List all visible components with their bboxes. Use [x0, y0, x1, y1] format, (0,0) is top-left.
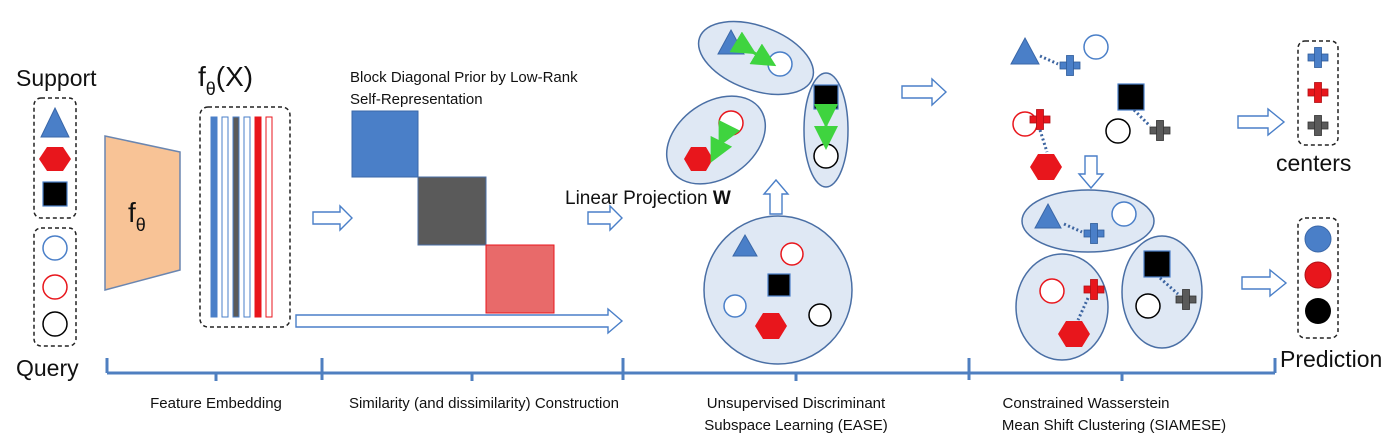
siamese-black-circle-icon — [1105, 118, 1131, 144]
siamese-cluster-red — [1015, 253, 1109, 361]
centers-box — [1297, 40, 1339, 146]
mixed-triangle-icon — [732, 233, 758, 257]
feature-label: fθ(X) — [198, 61, 253, 99]
encoder-block — [104, 135, 181, 291]
block-red — [485, 244, 555, 314]
block-blue — [351, 110, 419, 178]
dotted-link — [1132, 108, 1152, 128]
gray-plus-icon — [1175, 289, 1197, 310]
feature-bars — [210, 116, 273, 318]
support-hexagon-icon — [39, 147, 71, 171]
cluster-red — [665, 95, 767, 185]
arrow-right-icon — [587, 204, 623, 232]
red-plus-icon — [1307, 82, 1329, 103]
arrow-right-icon — [1237, 107, 1286, 137]
green-link — [729, 31, 777, 67]
siamese-cluster-black — [1121, 235, 1203, 349]
siamese-hexagon-icon — [1030, 154, 1062, 180]
mixed-black-circle-icon — [808, 303, 832, 327]
prediction-blue-icon — [1304, 225, 1332, 253]
feature-bar — [265, 116, 273, 318]
long-arrow-right-icon — [295, 307, 624, 335]
feature-bar — [221, 116, 229, 318]
prediction-label: Prediction — [1280, 346, 1382, 372]
stage-siamese-line2: Mean Shift Clustering (SIAMESE) — [1002, 417, 1226, 434]
feature-bar — [232, 116, 240, 318]
arrow-right-icon — [312, 204, 353, 232]
feature-bar — [243, 116, 251, 318]
stage-siamese-line1: Constrained Wasserstein — [1002, 395, 1169, 412]
query-box — [33, 227, 77, 347]
arrow-down-icon — [1077, 155, 1105, 190]
feature-box — [199, 106, 291, 328]
stage-bracket — [105, 358, 1277, 381]
arrow-right-icon — [901, 77, 948, 107]
block-gray — [417, 176, 487, 246]
mixed-square-icon — [767, 273, 791, 297]
siamese-red-circle-icon — [1012, 111, 1038, 137]
prediction-red-icon — [1304, 261, 1332, 289]
blue-plus-icon — [1083, 223, 1105, 244]
cluster-hexagon-icon — [684, 147, 713, 171]
centers-label: centers — [1276, 150, 1351, 176]
cluster-blue-circle-icon — [767, 51, 793, 77]
arrow-right-icon — [1241, 268, 1288, 298]
block-diag-title-line1: Block Diagonal Prior by Low-Rank — [350, 69, 578, 86]
siamese-cluster-black-circle-icon — [1135, 293, 1161, 319]
gray-plus-icon — [1307, 115, 1329, 136]
query-black-circle-icon — [42, 311, 68, 337]
blue-plus-icon — [1307, 47, 1329, 68]
stage-ease-line1: Unsupervised Discriminant — [707, 395, 886, 412]
support-label: Support — [16, 65, 97, 91]
blue-plus-icon — [1059, 55, 1081, 76]
mixed-hexagon-icon — [755, 313, 787, 339]
block-diag-title-line2: Self-Representation — [350, 91, 483, 108]
siamese-cluster-blue-circle-icon — [1111, 201, 1137, 227]
siamese-triangle-icon — [1010, 36, 1040, 65]
support-square-icon — [42, 181, 68, 207]
dotted-link — [1038, 129, 1049, 153]
red-plus-icon — [1029, 109, 1051, 130]
support-box — [33, 97, 77, 219]
cluster-black-circle-icon — [813, 143, 839, 169]
linear-projection-label: Linear Projection W — [565, 188, 731, 209]
dotted-link — [1063, 222, 1083, 234]
stage-ease-line2: Subspace Learning (EASE) — [704, 417, 887, 434]
cluster-square-icon — [813, 84, 839, 110]
mixed-red-circle-icon — [780, 242, 804, 266]
mixed-blue-circle-icon — [723, 294, 747, 318]
stage-feature-embedding: Feature Embedding — [150, 395, 282, 412]
query-blue-circle-icon — [42, 235, 68, 261]
siamese-cluster-triangle-icon — [1034, 202, 1062, 229]
cluster-red-circle-icon — [718, 110, 744, 136]
feature-bar — [210, 116, 218, 318]
arrow-up-icon — [762, 178, 790, 215]
green-link — [710, 119, 741, 163]
dotted-link — [1039, 54, 1059, 66]
siamese-cluster-square-icon — [1143, 250, 1171, 278]
siamese-cluster-hexagon-icon — [1058, 321, 1090, 347]
siamese-cluster-red-circle-icon — [1039, 278, 1065, 304]
feature-bar — [254, 116, 262, 318]
prediction-black-icon — [1305, 298, 1331, 324]
gray-plus-icon — [1149, 120, 1171, 141]
cluster-blue — [697, 20, 815, 96]
siamese-blue-circle-icon — [1083, 34, 1109, 60]
stage-similarity: Similarity (and dissimilarity) Construct… — [349, 395, 619, 412]
query-label: Query — [16, 355, 79, 381]
red-plus-icon — [1083, 279, 1105, 300]
encoder-label: fθ — [128, 197, 146, 235]
siamese-square-icon — [1117, 83, 1145, 111]
query-red-circle-icon — [42, 274, 68, 300]
support-triangle-icon — [40, 106, 70, 138]
